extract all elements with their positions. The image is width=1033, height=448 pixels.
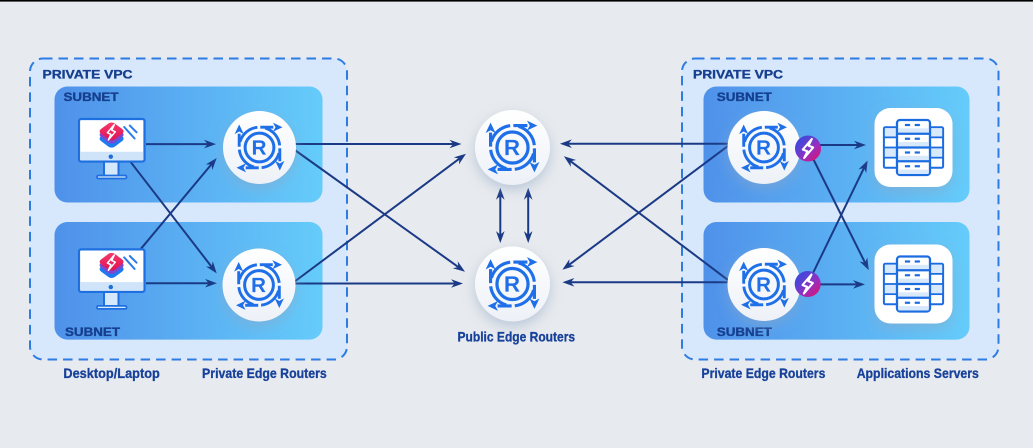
svg-text:PRIVATE VPC: PRIVATE VPC <box>693 67 783 81</box>
svg-text:SUBNET: SUBNET <box>64 91 119 104</box>
svg-text:SUBNET: SUBNET <box>65 326 120 339</box>
svg-text:PRIVATE VPC: PRIVATE VPC <box>43 67 133 81</box>
svg-text:SUBNET: SUBNET <box>717 91 772 104</box>
svg-text:SUBNET: SUBNET <box>717 326 772 339</box>
svg-text:Desktop/Laptop: Desktop/Laptop <box>63 366 160 381</box>
svg-text:Public Edge Routers: Public Edge Routers <box>458 329 576 344</box>
svg-text:Private Edge Routers: Private Edge Routers <box>202 366 327 381</box>
svg-text:Applications Servers: Applications Servers <box>857 366 979 381</box>
svg-text:Private Edge Routers: Private Edge Routers <box>701 366 825 381</box>
